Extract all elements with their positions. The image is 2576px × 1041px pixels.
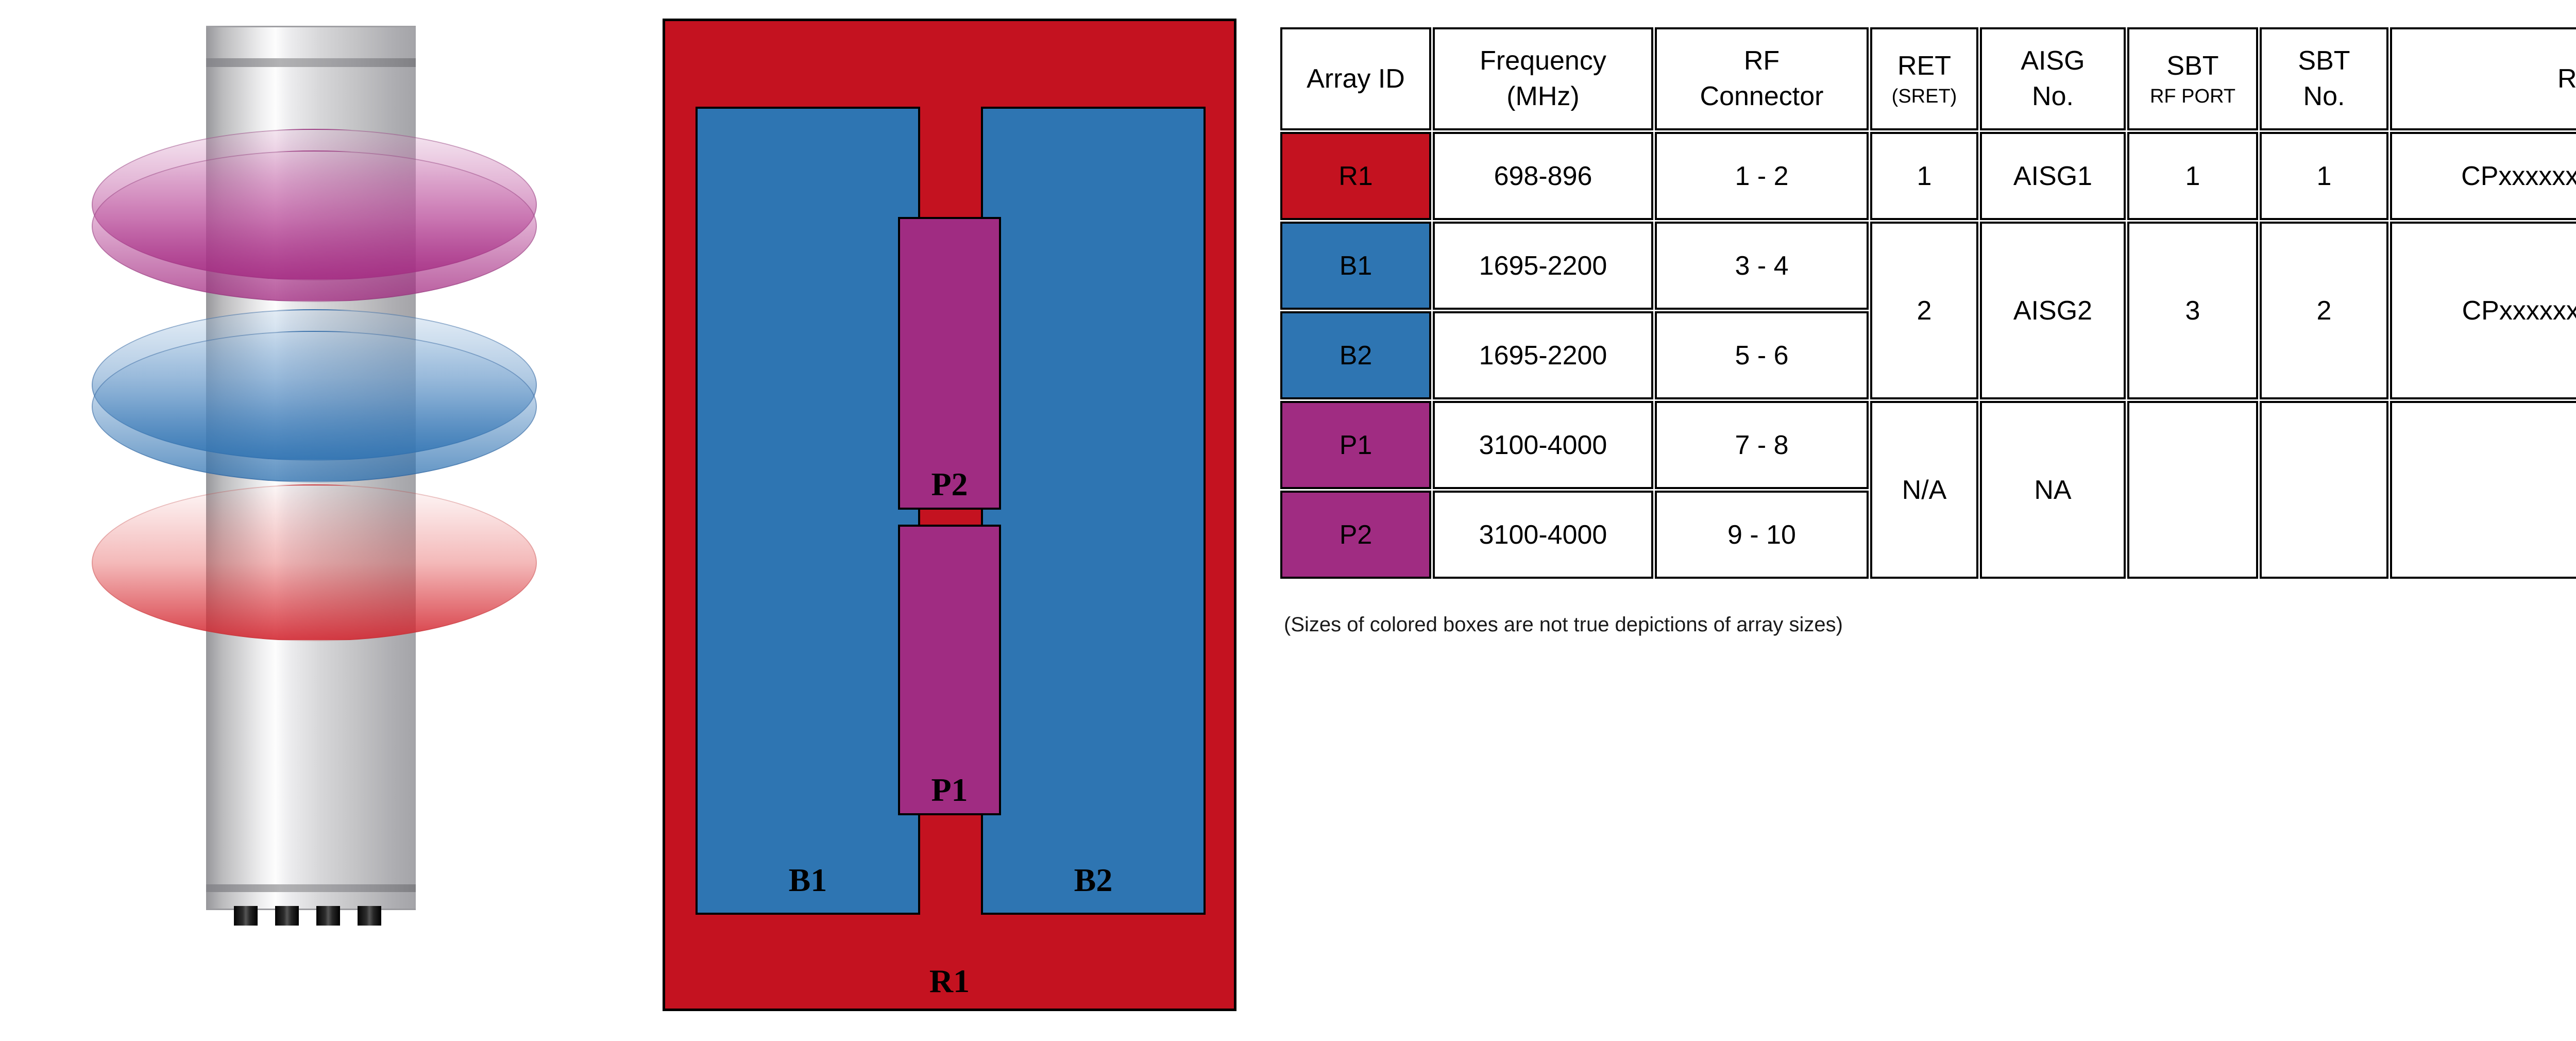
cell-r1-frequency: 698-896 [1433, 132, 1653, 220]
beam-disc-magenta-lower [92, 150, 537, 302]
cell-r1-ret-uid: CPxxxxxxxxxxxxxxxxxR1 [2390, 132, 2576, 220]
array-box-b2: B2 [981, 107, 1206, 915]
connector-stud [358, 906, 381, 926]
header-frequency: Frequency (MHz) [1433, 27, 1653, 130]
array-box-p2-label: P2 [931, 466, 968, 502]
cell-b2-frequency: 1695-2200 [1433, 311, 1653, 399]
connector-stud [275, 906, 299, 926]
cell-b1-frequency: 1695-2200 [1433, 222, 1653, 310]
cell-p-group-ret-uid: N/A [2390, 401, 2576, 579]
cell-p-group-ret: N/A [1870, 401, 1978, 579]
cell-r1-id: R1 [1280, 132, 1431, 220]
cell-p-group-aisg: NA [1980, 401, 2126, 579]
size-disclaimer-note: (Sizes of colored boxes are not true dep… [1284, 613, 1843, 636]
cell-p1-frequency: 3100-4000 [1433, 401, 1653, 489]
header-array-id: Array ID [1280, 27, 1431, 130]
cell-p-group-sbt-no [2260, 401, 2388, 579]
cylinder-top-band [206, 58, 416, 67]
cell-p2-frequency: 3100-4000 [1433, 491, 1653, 579]
beam-disc-blue-lower [92, 331, 537, 482]
cell-b2-id: B2 [1280, 311, 1431, 399]
table-row-b2: B2 1695-2200 5 - 6 [1280, 311, 2576, 399]
header-ret-sret: RET (SRET) [1870, 27, 1978, 130]
array-box-b2-label: B2 [1074, 862, 1113, 898]
array-box-r1-label: R1 [929, 963, 970, 999]
cell-r1-aisg: AISG1 [1980, 132, 2126, 220]
spec-table-container: Array ID Frequency (MHz) RF Connector RE… [1279, 26, 2576, 580]
cell-p1-id: P1 [1280, 401, 1431, 489]
cell-r1-ret: 1 [1870, 132, 1978, 220]
cell-p1-connector: 7 - 8 [1655, 401, 1869, 489]
cell-b-group-aisg: AISG2 [1980, 222, 2126, 399]
cell-b2-connector: 5 - 6 [1655, 311, 1869, 399]
cell-r1-sbt-no: 1 [2260, 132, 2388, 220]
array-box-p1: P1 [898, 525, 1001, 815]
cell-b-group-ret-uid: CPxxxxxxxxxxxxxxxxxB1 [2390, 222, 2576, 399]
table-header-row: Array ID Frequency (MHz) RF Connector RE… [1280, 27, 2576, 130]
cell-b1-connector: 3 - 4 [1655, 222, 1869, 310]
cell-r1-sbt-port: 1 [2127, 132, 2258, 220]
table-row-p1: P1 3100-4000 7 - 8 N/A NA N/A [1280, 401, 2576, 579]
table-row-p2: P2 3100-4000 9 - 10 [1280, 491, 2576, 579]
cylinder-bottom-band [206, 884, 416, 892]
beam-disc-red [92, 484, 537, 641]
table-row-r1: R1 698-896 1 - 2 1 AISG1 1 1 CPxxxxxxxxx… [1280, 132, 2576, 220]
cell-p2-id: P2 [1280, 491, 1431, 579]
header-aisg-no: AISG No. [1980, 27, 2126, 130]
array-box-p1-label: P1 [931, 771, 968, 808]
table-row-b1: B1 1695-2200 3 - 4 2 AISG2 3 2 CPxxxxxxx… [1280, 222, 2576, 399]
header-rf-connector: RF Connector [1655, 27, 1869, 130]
cell-p-group-sbt-port [2127, 401, 2258, 579]
cell-b-group-sbt-port: 3 [2127, 222, 2258, 399]
header-sbt-rf-port: SBT RF PORT [2127, 27, 2258, 130]
cell-b-group-ret: 2 [1870, 222, 1978, 399]
array-layout-diagram: B1 B2 P2 P1 R1 [663, 19, 1236, 1011]
cell-b-group-sbt-no: 2 [2260, 222, 2388, 399]
array-spec-table: Array ID Frequency (MHz) RF Connector RE… [1279, 26, 2576, 580]
array-box-b1-label: B1 [788, 862, 827, 898]
cell-r1-connector: 1 - 2 [1655, 132, 1869, 220]
antenna-figure [0, 0, 659, 1041]
cell-p2-connector: 9 - 10 [1655, 491, 1869, 579]
header-ret-uid: RET UID [2390, 27, 2576, 130]
array-box-b1: B1 [696, 107, 920, 915]
connector-stud [316, 906, 340, 926]
array-box-p2: P2 [898, 217, 1001, 510]
header-sbt-no: SBT No. [2260, 27, 2388, 130]
connector-stud [234, 906, 258, 926]
cell-b1-id: B1 [1280, 222, 1431, 310]
